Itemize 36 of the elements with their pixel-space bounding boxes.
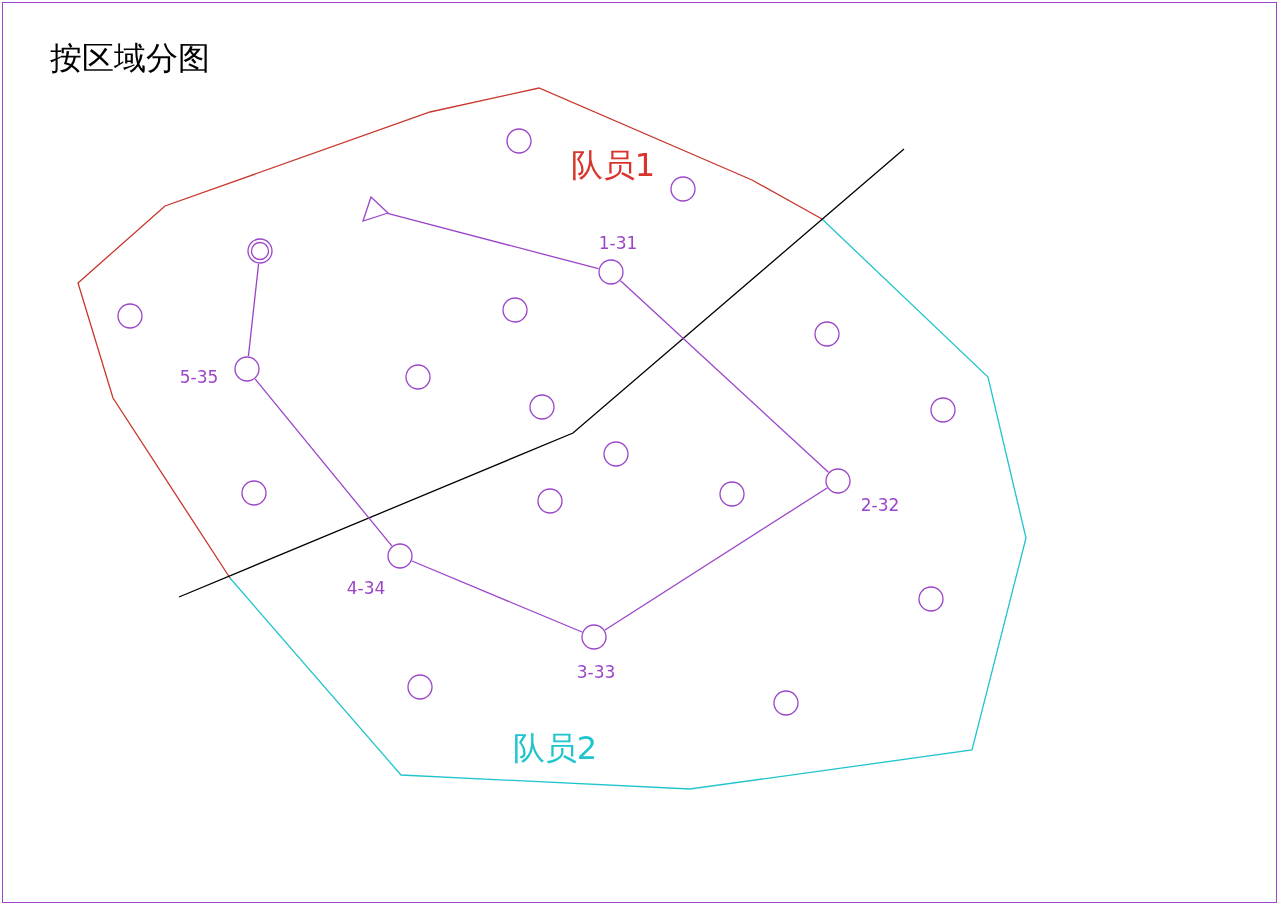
control-circle — [597, 258, 625, 286]
control-circle — [240, 479, 268, 507]
control-circle — [813, 320, 841, 348]
control-circle — [406, 673, 434, 701]
finish-circle — [246, 237, 274, 265]
control-circle — [669, 175, 697, 203]
control-circle — [528, 393, 556, 421]
control-circle — [772, 689, 800, 717]
control-circle — [929, 396, 957, 424]
control-number: 3-33 — [576, 663, 616, 681]
course-leg — [604, 487, 828, 631]
control-circle — [116, 302, 144, 330]
control-circle — [602, 440, 630, 468]
control-circle — [580, 623, 608, 651]
course-leg — [386, 212, 600, 270]
control-circle — [404, 363, 432, 391]
start-triangle — [361, 196, 389, 224]
control-circle — [501, 296, 529, 324]
control-number: 2-32 — [860, 496, 900, 514]
course-leg — [254, 378, 393, 547]
course-leg — [411, 560, 583, 633]
control-number: 4-34 — [346, 579, 386, 597]
control-circle — [718, 480, 746, 508]
control-number: 5-35 — [179, 368, 219, 386]
control-circle — [536, 487, 564, 515]
control-number: 1-31 — [598, 234, 638, 252]
team-label: 队员2 — [512, 732, 598, 764]
title: 按区域分图 — [50, 42, 210, 74]
control-circle — [386, 542, 414, 570]
course-leg — [619, 280, 830, 473]
control-circle — [917, 585, 945, 613]
control-circle — [505, 127, 533, 155]
team-label: 队员1 — [570, 149, 656, 181]
control-circle — [824, 467, 852, 495]
control-circle — [233, 355, 261, 383]
course-leg — [247, 263, 260, 357]
